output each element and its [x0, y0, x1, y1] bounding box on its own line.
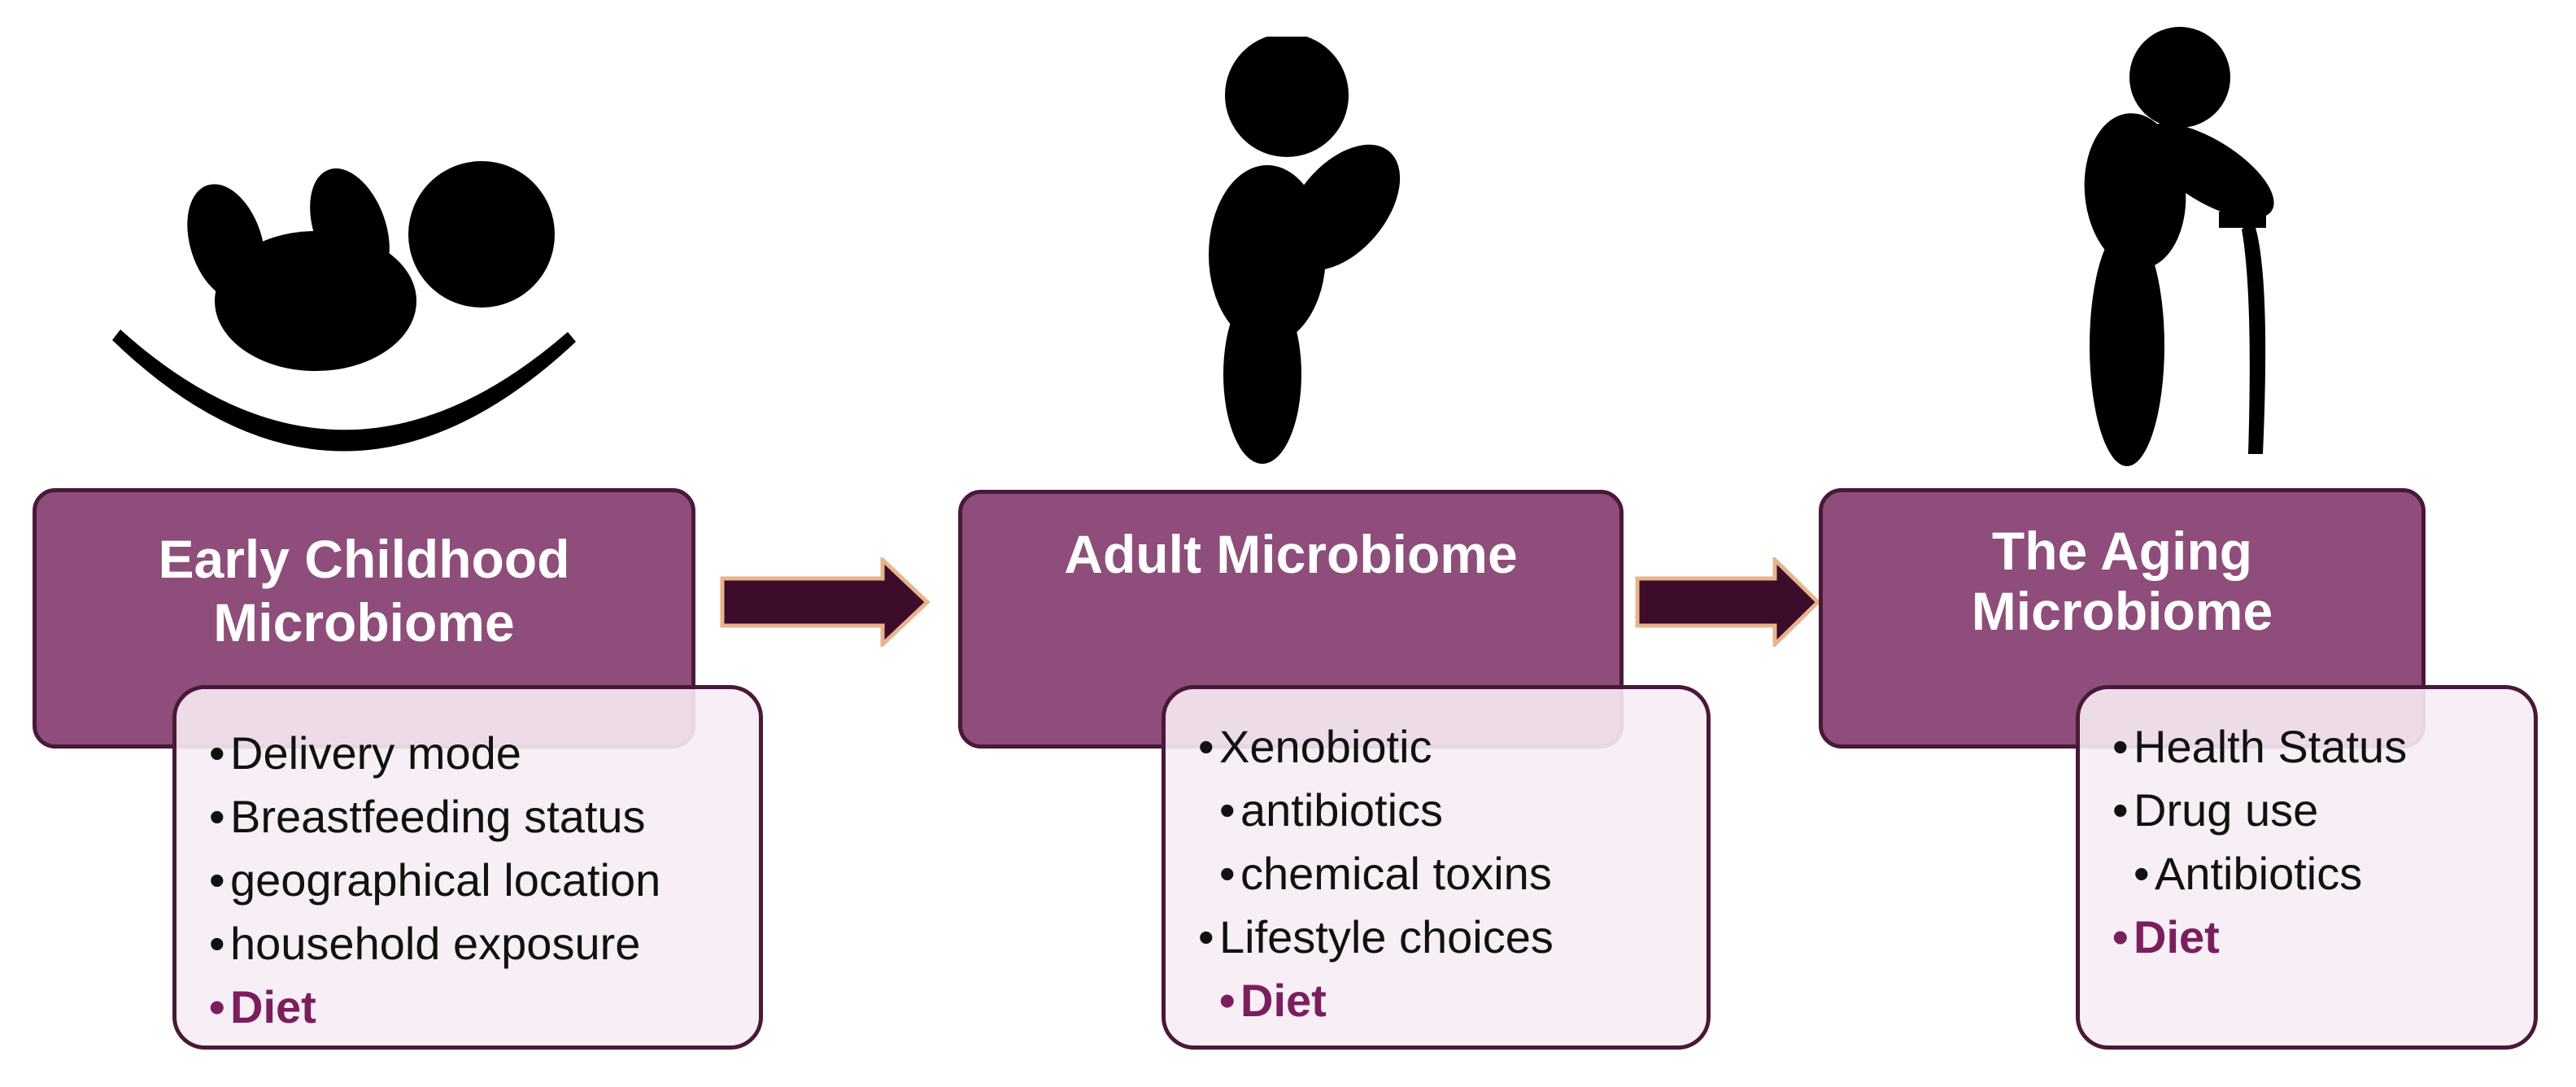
adult-person-icon	[1209, 37, 1401, 464]
stage-title-line: Adult Microbiome	[1064, 524, 1518, 584]
stage-title-line: Microbiome	[1971, 580, 2273, 641]
right-arrow-icon	[720, 557, 931, 647]
factor-item-diet: •Diet	[209, 981, 316, 1032]
right-arrow-icon	[1635, 557, 1821, 647]
stage-title-line: The Aging	[1991, 521, 2253, 581]
factor-subitem: •antibiotics	[1219, 784, 1444, 836]
factor-item: •geographical location	[209, 854, 661, 906]
factor-subitem: •chemical toxins	[1219, 848, 1552, 899]
factor-item: •Drug use	[2112, 784, 2319, 836]
factor-item: •household exposure	[209, 918, 641, 969]
stage-title-line: Early Childhood	[158, 529, 570, 589]
baby-icon	[112, 161, 576, 452]
factor-subitem: •Antibiotics	[2134, 848, 2363, 899]
elderly-person-with-cane-icon	[2084, 27, 2274, 466]
factor-subitem-diet: •Diet	[1219, 975, 1327, 1026]
factor-box-adult: •Xenobiotic •antibiotics •chemical toxin…	[1162, 685, 1711, 1050]
factor-item-diet: •Diet	[2112, 911, 2220, 963]
factor-item: •Breastfeeding status	[209, 791, 646, 842]
factor-item: •Health Status	[2112, 721, 2408, 772]
factor-box-aging: •Health Status •Drug use •Antibiotics •D…	[2076, 685, 2538, 1050]
factor-item: •Xenobiotic	[1198, 721, 1432, 772]
factor-item: •Delivery mode	[209, 727, 521, 779]
factor-item: •Lifestyle choices	[1198, 911, 1554, 963]
stage-title-line: Microbiome	[213, 592, 515, 653]
factor-box-early-childhood: •Delivery mode •Breastfeeding status •ge…	[172, 685, 763, 1050]
